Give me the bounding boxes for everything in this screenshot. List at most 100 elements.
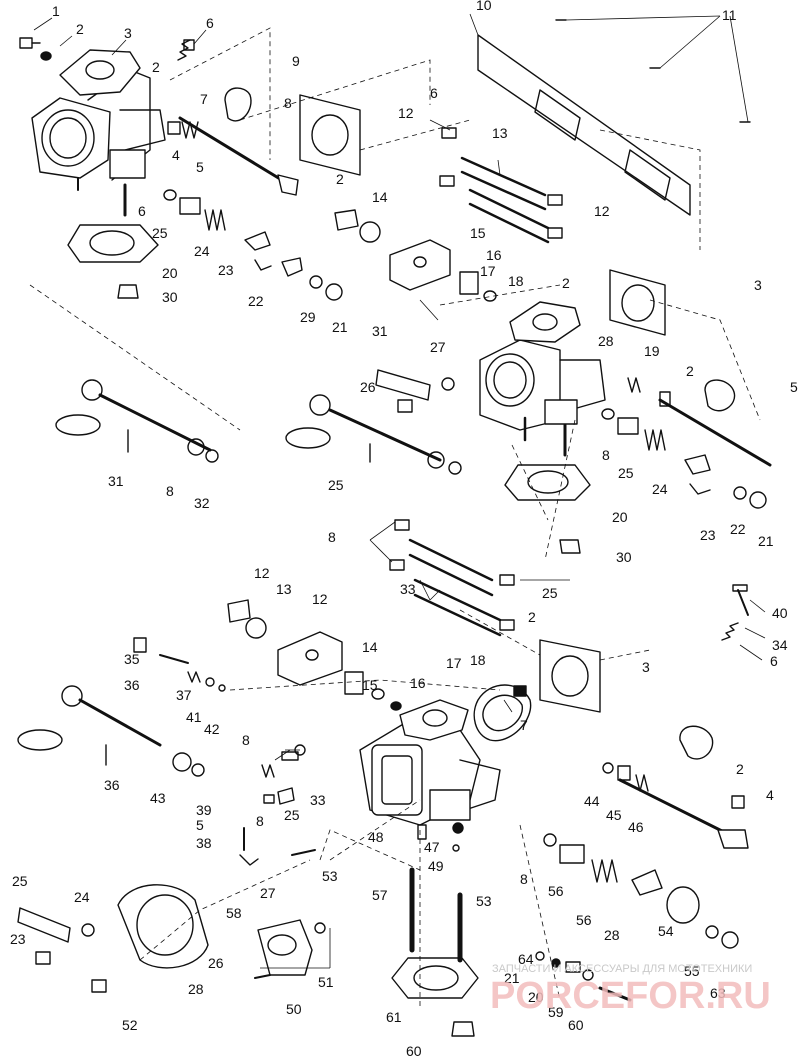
part-2-washer xyxy=(40,51,52,61)
callout-17: 17 xyxy=(480,263,496,279)
callout-8: 8 xyxy=(328,529,336,545)
callout-12: 12 xyxy=(594,203,610,219)
callout-5: 5 xyxy=(790,379,798,395)
callout-47: 47 xyxy=(424,839,440,855)
callout-56: 56 xyxy=(548,883,564,899)
callout-57: 57 xyxy=(372,887,388,903)
callout-27: 27 xyxy=(430,339,446,355)
callout-31: 31 xyxy=(0,0,16,3)
callout-34: 34 xyxy=(772,637,788,653)
part-9-plate xyxy=(299,94,361,176)
carburetor-top-left xyxy=(31,49,166,217)
part-10-manifold-plate xyxy=(477,34,691,216)
callout-8: 8 xyxy=(284,95,292,111)
callout-45: 45 xyxy=(606,807,622,823)
callout-14: 14 xyxy=(372,189,388,205)
callout-39: 39 xyxy=(196,802,212,818)
callout-24: 24 xyxy=(652,481,668,497)
callout-46: 46 xyxy=(628,819,644,835)
callout-6: 6 xyxy=(430,85,438,101)
callout-30: 30 xyxy=(0,0,16,3)
callout-2: 2 xyxy=(736,761,744,777)
callout-40: 40 xyxy=(772,605,788,621)
callout-2: 2 xyxy=(686,363,694,379)
callout-25: 25 xyxy=(618,465,634,481)
callout-37: 37 xyxy=(176,687,192,703)
callout-33: 33 xyxy=(310,792,326,808)
part-19-plate xyxy=(609,269,666,336)
callout-15: 15 xyxy=(470,225,486,241)
callout-5: 5 xyxy=(196,817,204,833)
part-30-gasket xyxy=(67,224,159,263)
callout-25: 25 xyxy=(152,225,168,241)
callout-8: 8 xyxy=(166,483,174,499)
callout-22: 22 xyxy=(730,521,746,537)
callout-6: 6 xyxy=(206,15,214,31)
callout-19: 19 xyxy=(644,343,660,359)
callout-5: 5 xyxy=(196,159,204,175)
callout-59: 59 xyxy=(548,1004,564,1020)
callout-38: 38 xyxy=(196,835,212,851)
callout-26: 26 xyxy=(208,955,224,971)
callout-44: 44 xyxy=(584,793,600,809)
callout-27: 27 xyxy=(260,885,276,901)
callout-49: 49 xyxy=(428,858,444,874)
callout-24: 24 xyxy=(194,243,210,259)
callout-12: 12 xyxy=(312,591,328,607)
callout-29: 29 xyxy=(300,309,316,325)
callout-21: 21 xyxy=(332,319,348,335)
callout-25: 25 xyxy=(328,477,344,493)
callout-20: 20 xyxy=(612,509,628,525)
callout-15: 15 xyxy=(362,677,378,693)
callout-13: 13 xyxy=(276,581,292,597)
callout-58: 58 xyxy=(226,905,242,921)
callout-64: 64 xyxy=(518,951,534,967)
callout-4: 4 xyxy=(766,787,774,803)
watermark: ЗАПЧАСТИ И АКСЕССУАРЫ ДЛЯ МОТОТЕХНИКИ PO… xyxy=(490,963,771,1017)
watermark-caption: ЗАПЧАСТИ И АКСЕССУАРЫ ДЛЯ МОТОТЕХНИКИ xyxy=(492,963,752,975)
callout-2: 2 xyxy=(76,21,84,37)
callout-63: 63 xyxy=(710,985,726,1001)
callout-4: 4 xyxy=(172,147,180,163)
part-16-bracket-lower xyxy=(277,631,343,686)
callout-3: 3 xyxy=(642,659,650,675)
callout-18: 18 xyxy=(508,273,524,289)
callout-23: 23 xyxy=(700,527,716,543)
callout-33: 33 xyxy=(400,581,416,597)
part-31-plug xyxy=(117,284,139,299)
callout-32: 32 xyxy=(194,495,210,511)
callout-50: 50 xyxy=(286,1001,302,1017)
callout-60: 60 xyxy=(568,1017,584,1033)
callout-3: 3 xyxy=(754,277,762,293)
callout-25: 25 xyxy=(542,585,558,601)
callout-36: 36 xyxy=(124,677,140,693)
callout-17: 17 xyxy=(446,655,462,671)
callout-25: 25 xyxy=(12,873,28,889)
callout-36: 36 xyxy=(104,777,120,793)
callout-28: 28 xyxy=(598,333,614,349)
watermark-brand: PORCEFOR.RU xyxy=(490,975,771,1017)
callout-1: 1 xyxy=(52,3,60,19)
callout-8: 8 xyxy=(520,871,528,887)
part-30-gasket-lower xyxy=(391,957,479,999)
callout-60: 60 xyxy=(406,1043,422,1058)
callout-62: 62 xyxy=(0,0,16,3)
callout-8: 8 xyxy=(602,447,610,463)
part-40-gasket xyxy=(473,684,532,742)
callout-3: 3 xyxy=(124,25,132,41)
callout-12: 12 xyxy=(398,105,414,121)
callout-20: 20 xyxy=(528,989,544,1005)
part-34-plate xyxy=(539,639,601,713)
callout-42: 42 xyxy=(204,721,220,737)
callout-22: 22 xyxy=(248,293,264,309)
callout-30: 30 xyxy=(616,549,632,565)
callout-2: 2 xyxy=(152,59,160,75)
callout-55: 55 xyxy=(684,963,700,979)
callout-23: 23 xyxy=(218,262,234,278)
callout-12: 12 xyxy=(254,565,270,581)
callout-8: 8 xyxy=(242,732,250,748)
callout-23: 23 xyxy=(10,931,26,947)
callout-16: 16 xyxy=(486,247,502,263)
